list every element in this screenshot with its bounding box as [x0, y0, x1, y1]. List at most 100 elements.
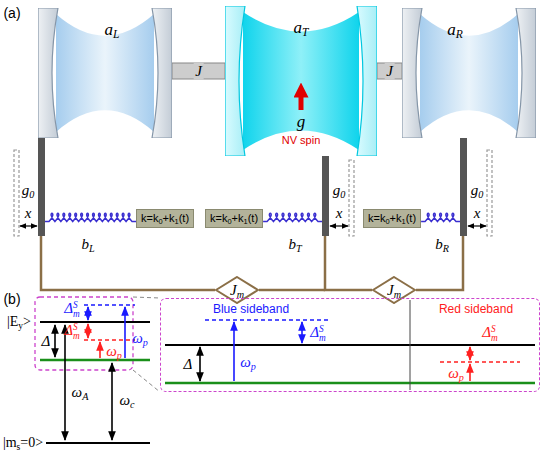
diamond-outline: [216, 277, 258, 303]
cavity-label: aR: [447, 21, 463, 40]
coupling-wire: [41, 236, 215, 290]
energy-level: [205, 319, 330, 321]
label: x: [474, 205, 481, 222]
cavity-mirror: [38, 8, 58, 138]
spring-constant-box: k=k0+k1(t): [363, 209, 421, 228]
cavity-mirror: [357, 6, 377, 156]
spin-arrow: [299, 90, 304, 110]
label: Δ: [184, 356, 193, 373]
cavity-mirror: [402, 8, 422, 138]
label: ωp: [240, 354, 256, 371]
zoom-line: [133, 297, 160, 298]
label: g0: [22, 182, 35, 199]
transition-arrow: [55, 307, 470, 440]
energy-level: [440, 361, 520, 363]
spring-constant-box: k=k0+k1(t): [205, 209, 263, 228]
transition-arrow: [124, 307, 126, 358]
coupling-label: J: [384, 63, 395, 80]
zoom-panel: Blue sidebandRed sideband: [160, 298, 540, 392]
label: bL: [81, 236, 94, 253]
cavity-label: aL: [105, 21, 120, 40]
index-stack: mS: [491, 325, 498, 343]
index-stack: mS: [73, 301, 80, 319]
optical-cavity: aR: [402, 8, 536, 138]
transition-arrow: [301, 322, 303, 343]
subscript: m: [491, 333, 498, 342]
transition-arrow: [54, 325, 56, 357]
subscript: L: [89, 243, 95, 254]
subscript: 1: [402, 217, 406, 226]
subscript: R: [456, 28, 463, 41]
mirror-plate: [322, 156, 329, 236]
label: g0: [333, 182, 346, 199]
subscript: T: [302, 26, 308, 39]
transition-arrow: [111, 363, 113, 440]
optical-cavity: aTgNV spin: [225, 6, 377, 156]
displacement-arrow: [20, 225, 37, 226]
cavity-mode: [243, 12, 359, 150]
subscript: c: [130, 399, 135, 410]
spring: [421, 213, 460, 221]
label: ωp: [132, 330, 148, 347]
rest-position-plate: [349, 160, 354, 236]
index-stack: mS: [73, 323, 80, 341]
cavity-mode: [56, 14, 154, 132]
energy-level: [165, 344, 535, 346]
subscript: s: [17, 442, 21, 452]
label: ωc: [119, 392, 134, 409]
rest-position-plate: [487, 150, 492, 236]
transition-arrow: [87, 324, 89, 338]
diamond-outline: [373, 277, 415, 303]
subscript: 0: [385, 217, 389, 226]
cavity-mirror: [152, 8, 172, 138]
coupling-label: J: [193, 63, 204, 80]
cavity-label: NV spin: [282, 134, 321, 146]
mirror-plate: [38, 138, 467, 236]
spring-constant: k=k0+k1(t): [141, 212, 189, 224]
energy-level: [40, 321, 150, 323]
coupling-bar: [172, 63, 225, 79]
label: ωp: [106, 343, 122, 360]
zoom-line: [133, 297, 160, 392]
transition-arrow: [199, 347, 201, 381]
coupling-bar: [377, 63, 402, 79]
energy-level: [84, 339, 135, 341]
spring: [45, 213, 136, 221]
rest-position-plate: [14, 150, 492, 236]
coupling-label: Jm: [230, 283, 244, 298]
subscript: 0: [340, 189, 345, 200]
label: bR: [435, 236, 449, 253]
label: ωp: [448, 365, 464, 382]
label: ωA: [72, 384, 89, 401]
optical-cavity: aL: [38, 8, 172, 138]
subscript: p: [251, 361, 256, 372]
subscript: m: [73, 309, 80, 318]
coupling-label: Jm: [387, 283, 401, 298]
transition-arrow: [233, 322, 235, 381]
coupling-bar: [377, 63, 402, 79]
coupling-diamond: Jm: [372, 276, 416, 304]
subscript: 0: [29, 189, 34, 200]
sideband-title: Red sideband: [439, 303, 513, 316]
coupling-wire: [259, 289, 325, 292]
label: |ms=0>: [3, 435, 43, 450]
subscript: p: [143, 337, 148, 348]
label: Δ: [42, 333, 51, 350]
energy-level: [40, 300, 535, 443]
label: (b): [3, 292, 20, 307]
displacement-arrow: [330, 225, 348, 226]
transition-arrow: [64, 325, 66, 440]
subscript: 0: [478, 189, 483, 200]
zoom-line: [133, 370, 160, 392]
subscript: 1: [244, 217, 248, 226]
label: (a): [3, 6, 20, 21]
label: bT: [288, 236, 301, 253]
subscript: p: [117, 350, 122, 361]
subscript: y: [18, 321, 23, 331]
label: ΔmS: [482, 324, 498, 342]
label: ΔmS: [310, 324, 326, 342]
coupling-bar: [172, 63, 225, 79]
transition-arrow: [87, 307, 89, 320]
transition-arrow: [469, 364, 471, 381]
